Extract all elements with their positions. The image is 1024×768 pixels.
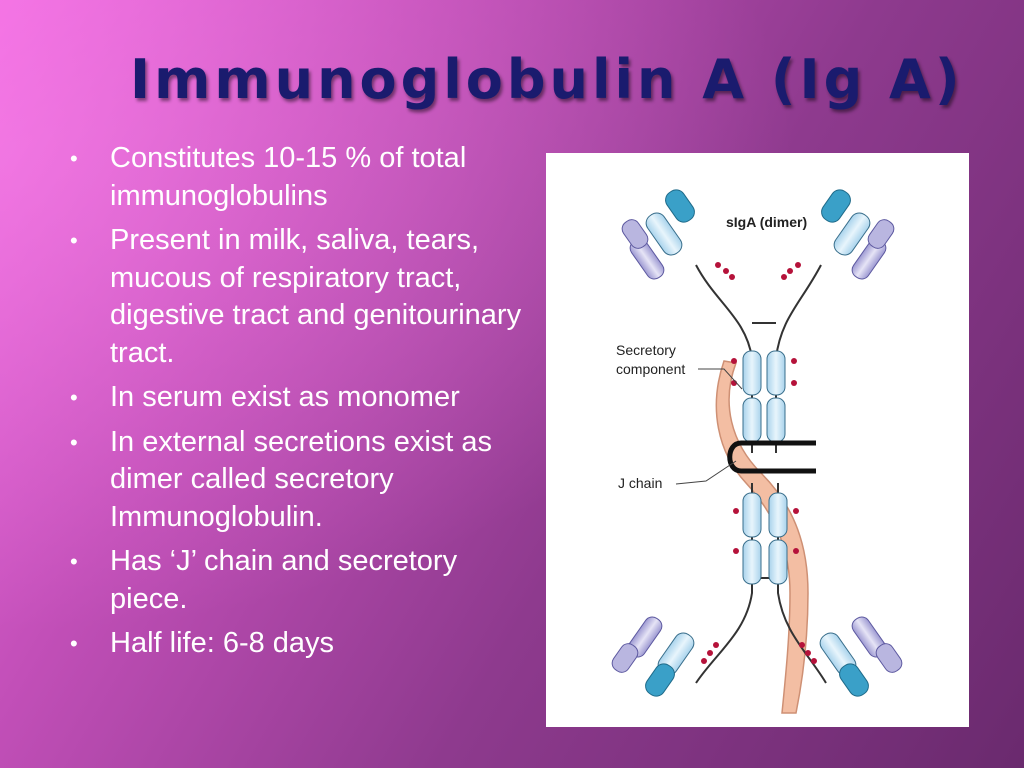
fc-domain bbox=[742, 350, 762, 396]
secretory-label-line2: component bbox=[616, 361, 685, 377]
bullet-text: Constitutes 10-15 % of total immunoglobu… bbox=[110, 142, 467, 212]
fab-arm-top-left bbox=[621, 189, 695, 280]
bullet-icon: • bbox=[70, 146, 78, 171]
bullet-item: • Has ‘J’ chain and secretory piece. bbox=[68, 543, 528, 618]
bullet-text: Has ‘J’ chain and secretory piece. bbox=[110, 545, 458, 615]
siga-diagram: sIgA (dimer) bbox=[611, 189, 903, 714]
fc-domain bbox=[766, 350, 786, 396]
bullet-item: • In serum exist as monomer bbox=[68, 379, 528, 417]
fc-domain bbox=[768, 539, 788, 585]
fc-domain bbox=[768, 492, 788, 538]
bullet-icon: • bbox=[70, 631, 78, 656]
bullet-list: • Constitutes 10-15 % of total immunoglob… bbox=[68, 140, 528, 670]
secretory-pointer bbox=[698, 368, 743, 390]
bullet-text: In external secretions exist as dimer ca… bbox=[110, 425, 493, 533]
secretory-component bbox=[715, 360, 809, 714]
fc-domain bbox=[742, 492, 762, 538]
siga-diagram-panel: sIgA (dimer) bbox=[546, 153, 969, 727]
bullet-icon: • bbox=[70, 228, 78, 253]
fc-domain bbox=[742, 397, 762, 443]
secretory-label-line1: Secretory bbox=[616, 342, 676, 358]
lower-left-stem bbox=[695, 483, 753, 684]
lower-right-stem bbox=[777, 483, 827, 684]
fc-domain bbox=[742, 539, 762, 585]
fab-arm-top-right bbox=[821, 189, 895, 280]
disulfide-dots bbox=[701, 262, 817, 664]
fc-domain bbox=[766, 397, 786, 443]
bullet-text: Half life: 6-8 days bbox=[110, 627, 335, 659]
bullet-icon: • bbox=[70, 385, 78, 410]
bullet-icon: • bbox=[70, 549, 78, 574]
diagram-title: sIgA (dimer) bbox=[726, 214, 807, 230]
bullet-text: In serum exist as monomer bbox=[110, 381, 460, 413]
fab-arm-bottom-right bbox=[819, 616, 903, 697]
bullet-item: • Constitutes 10-15 % of total immunoglob… bbox=[68, 140, 528, 215]
bullet-text: Present in milk, saliva, tears, mucous o… bbox=[110, 224, 522, 369]
bullet-item: • Half life: 6-8 days bbox=[68, 625, 528, 663]
j-chain-pointer bbox=[675, 460, 737, 485]
bullet-icon: • bbox=[70, 429, 78, 455]
j-chain bbox=[727, 440, 816, 474]
slide-title: Immunoglobulin A (Ig A) bbox=[130, 48, 964, 111]
j-chain-label: J chain bbox=[618, 475, 662, 491]
bullet-item: • Present in milk, saliva, tears, mucous … bbox=[68, 222, 528, 372]
bullet-item: • In external secretions exist as dimer c… bbox=[68, 424, 528, 537]
fab-arm-bottom-left bbox=[611, 616, 695, 697]
